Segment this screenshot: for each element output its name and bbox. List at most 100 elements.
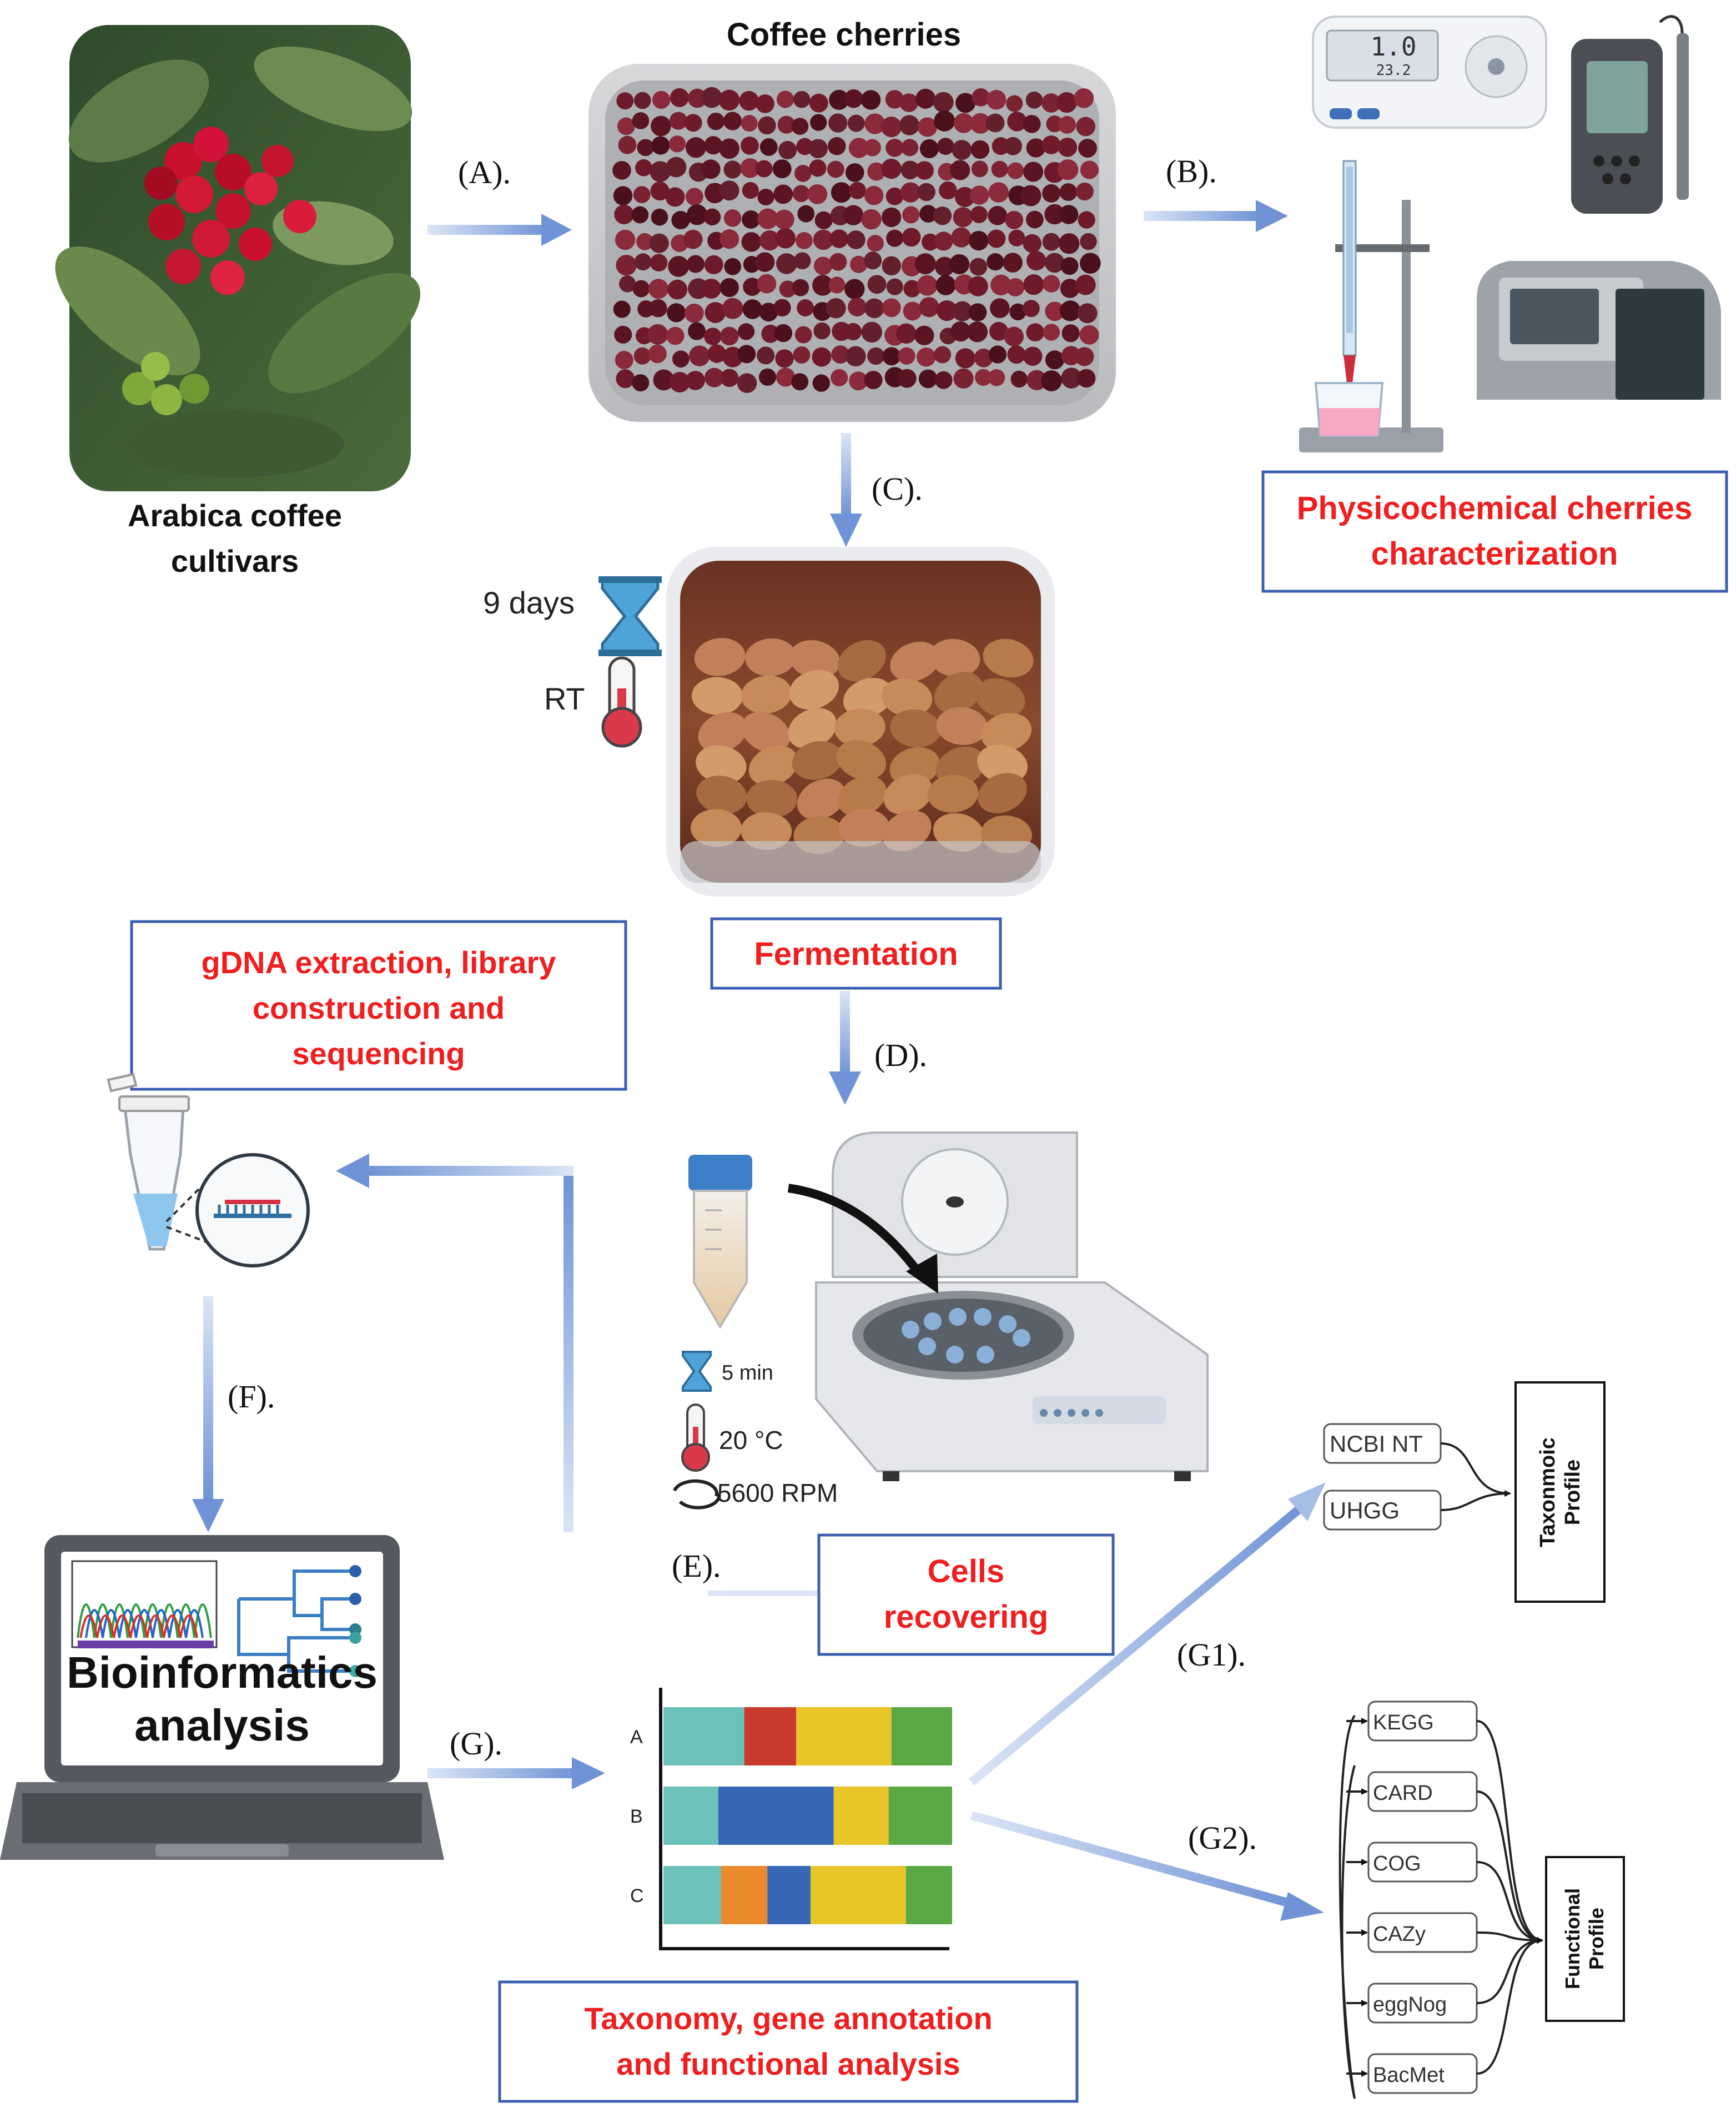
gdna-label-2: construction and bbox=[253, 990, 505, 1025]
jar-bean bbox=[746, 779, 798, 818]
tray-cherry bbox=[850, 255, 868, 273]
tray-cherry bbox=[848, 182, 866, 199]
arrow-g2 bbox=[970, 1811, 1324, 1921]
jar-bean bbox=[983, 638, 1034, 678]
tray-cherry bbox=[954, 187, 975, 207]
tube-to-centrifuge-arrow bbox=[787, 1184, 925, 1280]
bar-segment bbox=[744, 1707, 797, 1765]
tray-cherry bbox=[899, 115, 920, 135]
functional-profile-label-1: Functional bbox=[1561, 1888, 1584, 1989]
bar-segment bbox=[767, 1866, 811, 1924]
tray-cherry bbox=[665, 187, 685, 207]
jar-bean bbox=[890, 641, 940, 682]
jar-bean bbox=[789, 670, 839, 710]
physicochemical-label-2: characterization bbox=[1371, 536, 1618, 572]
tray-cherry bbox=[707, 112, 725, 130]
tray-cherry bbox=[953, 368, 974, 389]
tray-cherry bbox=[613, 300, 631, 318]
tray-cherry bbox=[933, 207, 952, 225]
tray-cherry bbox=[917, 275, 938, 296]
functional-db-connector bbox=[1476, 1790, 1543, 1944]
tray-cherry bbox=[723, 112, 742, 130]
tray-cherry bbox=[846, 230, 866, 249]
tray-cherry bbox=[970, 206, 988, 223]
tray-cherry bbox=[867, 235, 884, 252]
tray-cherry bbox=[1020, 185, 1041, 207]
tray-cherry bbox=[902, 206, 920, 224]
tray-cherry bbox=[1026, 250, 1046, 271]
tray-cherry bbox=[988, 369, 1005, 386]
tray-cherry bbox=[741, 232, 762, 252]
arabica-label-1: Arabica coffee bbox=[128, 498, 342, 533]
tray-cherry bbox=[1059, 233, 1080, 254]
tray-cherry bbox=[685, 137, 707, 158]
tray-cherry bbox=[1074, 88, 1094, 108]
tray-cherry bbox=[828, 276, 846, 294]
tray-cherry bbox=[845, 163, 864, 182]
tray-cherry bbox=[719, 180, 739, 201]
functional-profile-box bbox=[1545, 1856, 1625, 2022]
tray-cherry bbox=[809, 159, 827, 177]
tray-cherry bbox=[632, 374, 650, 392]
tray-cherry bbox=[953, 113, 974, 133]
step-a-label: (A). bbox=[458, 154, 511, 190]
tray-cherry bbox=[990, 274, 1012, 296]
bar-row-label: C bbox=[630, 1885, 644, 1906]
tray-cherry bbox=[987, 253, 1004, 271]
tray-cherry bbox=[844, 89, 863, 108]
small-hourglass-icon bbox=[682, 1351, 712, 1392]
tray-cherry bbox=[792, 185, 810, 203]
tray-cherry bbox=[754, 252, 775, 272]
tray-cherry bbox=[988, 205, 1008, 225]
tray-cherry bbox=[667, 279, 688, 300]
tray-cherry bbox=[1023, 162, 1044, 182]
jar-bean bbox=[834, 708, 885, 747]
step-b-label: (B). bbox=[1166, 153, 1217, 189]
tray-cherry bbox=[864, 185, 884, 205]
tray-cherry bbox=[670, 88, 689, 107]
taxonomic-profile-label-2: Profile bbox=[1561, 1460, 1584, 1525]
functional-db-label: CAZy bbox=[1373, 1923, 1426, 1946]
tray-cherry bbox=[704, 136, 723, 155]
tray-cherry bbox=[672, 350, 690, 368]
tray-cherry bbox=[723, 209, 742, 227]
jar-bean bbox=[838, 776, 887, 817]
tray-cherry bbox=[685, 188, 703, 206]
tray-cherry bbox=[1006, 278, 1025, 296]
tray-cherry bbox=[1060, 257, 1079, 275]
tray-cherry bbox=[867, 162, 886, 181]
tray-cherry bbox=[722, 298, 743, 319]
arabica-photo bbox=[55, 25, 421, 491]
tray-cherry bbox=[650, 182, 670, 201]
tray-cherry bbox=[968, 303, 987, 322]
tray-cherry bbox=[917, 348, 936, 367]
tray-cherry bbox=[918, 369, 938, 389]
tray-cherry bbox=[719, 138, 739, 159]
arrow-to-gdna bbox=[336, 1154, 573, 1532]
tray-cherry bbox=[723, 160, 742, 179]
tray-cherry bbox=[1045, 350, 1064, 370]
laptop-icon bbox=[0, 1535, 444, 1860]
tray-cherry bbox=[669, 371, 690, 393]
bar-row-label: A bbox=[630, 1727, 643, 1748]
bar-segment bbox=[811, 1866, 906, 1924]
tray-cherry bbox=[742, 210, 760, 229]
tray-cherry bbox=[847, 114, 865, 132]
tray-cherry bbox=[632, 112, 650, 129]
tray-cherry bbox=[791, 118, 809, 135]
jar-bean bbox=[889, 747, 940, 787]
tray-cherry bbox=[810, 114, 827, 131]
tray-cherry bbox=[793, 252, 811, 270]
tray-cherry bbox=[689, 345, 710, 366]
tray-cherry bbox=[1004, 326, 1024, 347]
jar-bean bbox=[977, 744, 1028, 784]
tray-cherry bbox=[652, 90, 671, 109]
tray-cherry bbox=[1026, 323, 1045, 342]
tray-cherry bbox=[974, 348, 993, 368]
tray-cherry bbox=[755, 160, 773, 178]
tray-cherry bbox=[864, 298, 884, 319]
tray-cherry bbox=[1043, 275, 1060, 293]
functional-db-label: eggNog bbox=[1373, 1993, 1447, 2016]
tray-cherry bbox=[843, 205, 864, 225]
tray-cherry bbox=[1009, 303, 1026, 320]
